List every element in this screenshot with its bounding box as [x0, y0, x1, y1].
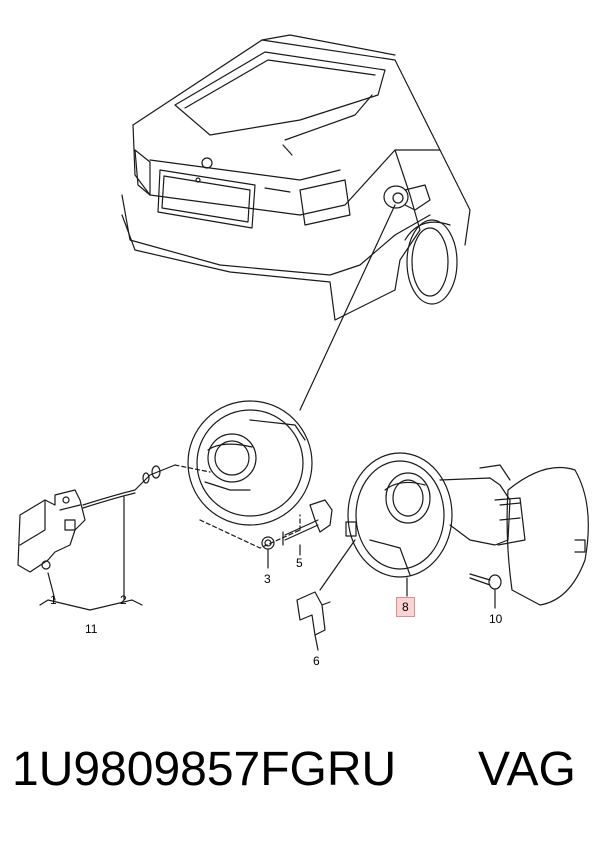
callout-11: 11	[85, 622, 98, 636]
callout-1: 1	[50, 593, 57, 607]
actuator-and-cable	[18, 465, 210, 610]
brand-label: VAG	[478, 743, 576, 796]
callout-5: 5	[296, 556, 303, 570]
callout-6: 6	[313, 654, 320, 668]
callout-3: 3	[264, 572, 271, 586]
fuel-flap-assembly	[346, 453, 588, 608]
callout-10: 10	[489, 612, 503, 626]
callout-8-highlighted: 8	[396, 597, 415, 617]
filler-housing-part	[188, 401, 312, 548]
part-number: 1U9809857FGRU	[12, 743, 397, 796]
small-parts	[262, 500, 355, 650]
car-rear-illustration	[122, 35, 470, 410]
callout-2: 2	[120, 593, 127, 607]
